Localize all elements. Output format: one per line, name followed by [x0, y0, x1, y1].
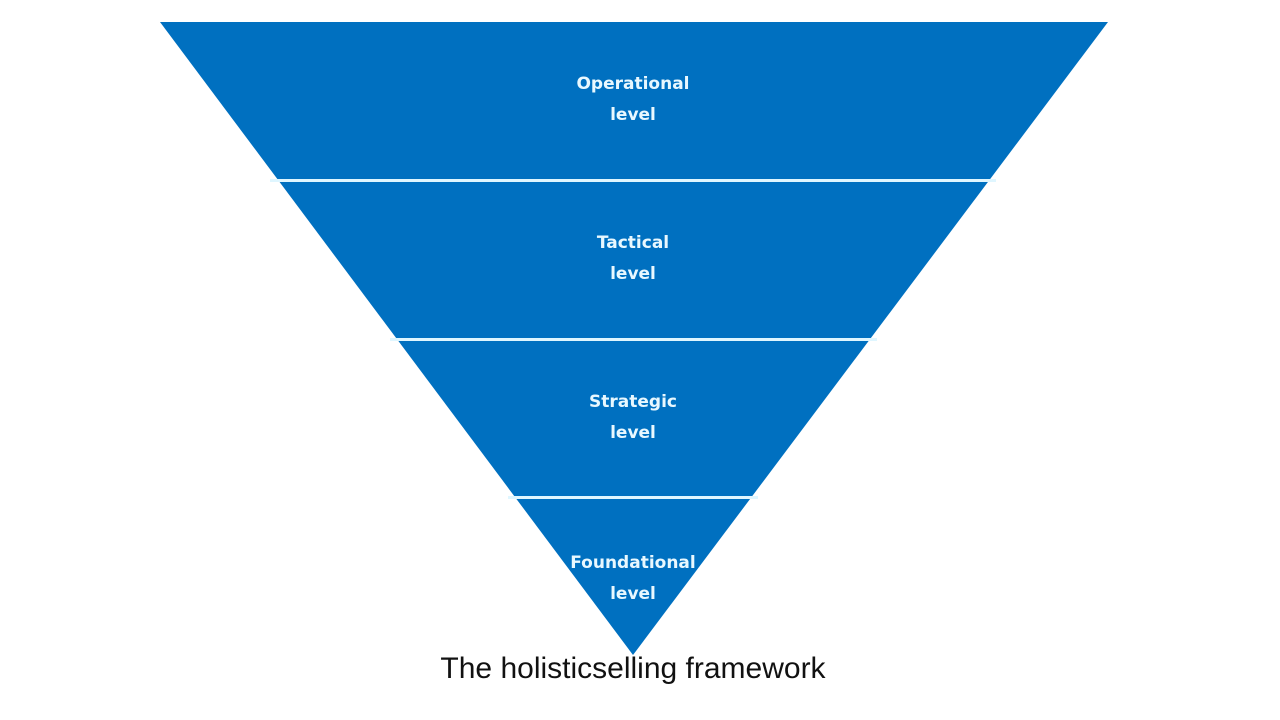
level-tactical: Tactical level [533, 228, 733, 290]
level-subtitle: level [610, 423, 656, 443]
level-title: Foundational [570, 553, 696, 573]
level-subtitle: level [610, 105, 656, 125]
level-title: Operational [576, 74, 690, 94]
level-strategic: Strategic level [533, 387, 733, 449]
level-title: Strategic [589, 392, 677, 412]
level-subtitle: level [610, 264, 656, 284]
level-subtitle: level [610, 584, 656, 604]
level-foundational: Foundational level [533, 548, 733, 610]
level-title: Tactical [596, 233, 670, 253]
diagram-caption: The holisticselling framework [440, 652, 826, 685]
level-operational: Operational level [533, 69, 733, 131]
